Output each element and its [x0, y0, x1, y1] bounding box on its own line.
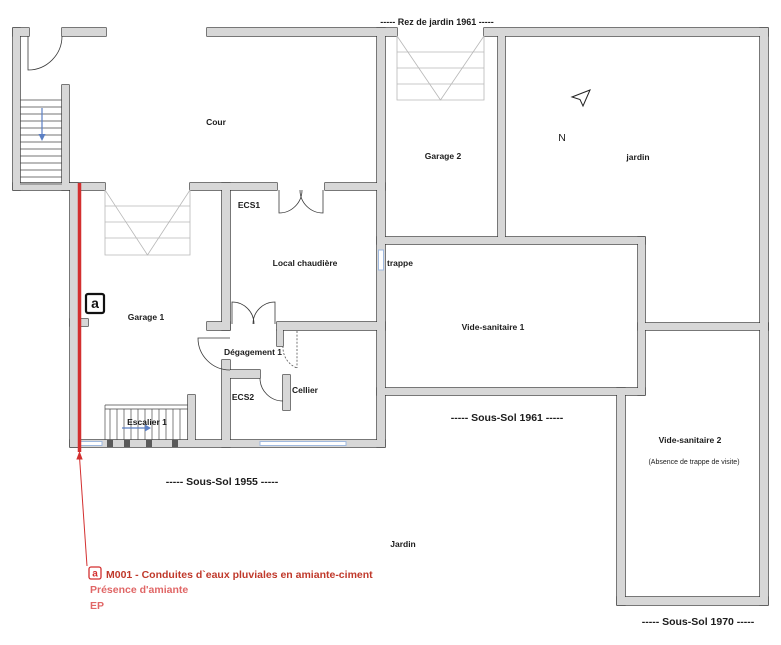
door-swing-cour	[27, 35, 63, 71]
legend-status: Présence d'amiante	[90, 584, 188, 596]
door-swing-ecs1-right	[299, 189, 324, 214]
wall-vide-sanitaire-2-top-fill	[638, 323, 768, 330]
wall-vide-sanitaire-1-right-fill	[638, 237, 645, 395]
stair-post	[146, 440, 152, 447]
wall-local-chaudiere-top-fill	[325, 183, 385, 190]
room-label-local-chaudiere: Local chaudière	[273, 258, 338, 268]
wall-top-right-fill	[484, 28, 768, 36]
stair-post	[124, 440, 130, 447]
window-bottom-left	[79, 441, 103, 446]
garage-door-symbol-garage-2	[396, 35, 485, 101]
wall-cellier-stub-fill	[277, 330, 283, 346]
windows	[79, 249, 384, 447]
wall-garage-1-top-right-fill	[190, 183, 277, 190]
wall-ecs2-left-fill	[222, 360, 230, 447]
level-label-sous-sol-1970: ----- Sous-Sol 1970 -----	[642, 616, 755, 628]
wall-cour-top-fill	[207, 28, 397, 36]
legend: a M001 - Conduites d`eaux pluviales en a…	[88, 566, 373, 612]
staircase-escalier-1	[104, 404, 188, 440]
legend-marker-box	[88, 566, 102, 580]
wall-vide-sanitaire-2-bottom-fill	[617, 597, 768, 605]
door-swing-degagement	[197, 337, 231, 371]
wall-vide-sanitaire-2-left-fill	[617, 388, 625, 605]
wall-vide-sanitaire-1-top-fill	[377, 237, 645, 244]
room-label-trappe: trappe	[387, 258, 413, 268]
door-swing-chaudiere-right	[252, 301, 276, 325]
room-label-jardin-lower: Jardin	[390, 539, 416, 549]
wall-ecs2-top-fill	[230, 370, 260, 378]
wall-bottom-fill	[70, 440, 385, 447]
asbestos-pointer-arrow-head	[76, 451, 83, 460]
room-label-jardin-upper: jardin	[625, 152, 649, 162]
stair-post	[172, 440, 178, 447]
wall-stair-top-left-fill	[13, 28, 29, 36]
staircase-top-left	[20, 99, 62, 185]
marker-a-letter: a	[91, 295, 99, 311]
room-label-cour: Cour	[206, 117, 227, 127]
room-label-ecs2: ECS2	[232, 392, 254, 402]
stair-post	[107, 440, 113, 447]
legend-code: EP	[90, 600, 104, 612]
legend-marker-letter: a	[92, 569, 98, 580]
garage-door-symbol-garage-1	[104, 189, 191, 256]
marker-a-box	[84, 292, 106, 315]
door-swing-cellier	[282, 331, 298, 369]
escalier-direction-arrow-head	[145, 424, 151, 432]
trappe-opening	[378, 249, 384, 271]
marker-a: a	[84, 292, 106, 315]
wall-vide-sanitaire-1-bottom-fill	[377, 388, 645, 395]
wall-garage-1-left-fill	[70, 183, 78, 447]
north-arrow-icon	[570, 89, 591, 108]
room-label-cellier: Cellier	[292, 385, 319, 395]
walls	[12, 27, 769, 606]
level-label-rez-de-jardin-1961: ----- Rez de jardin 1961 -----	[380, 17, 494, 27]
wall-garage-1-right-fill	[222, 183, 230, 330]
level-label-sous-sol-1955: ----- Sous-Sol 1955 -----	[166, 476, 279, 488]
door-swing-ecs2	[259, 377, 284, 402]
north-label: N	[558, 132, 566, 144]
wall-local-chaudiere-bottom-fill	[277, 322, 385, 330]
wall-stair-inner-right-fill	[62, 85, 69, 190]
wall-outer-right-upper-fill	[760, 28, 768, 330]
wall-escalier-right-fill	[188, 395, 195, 440]
asbestos-pointer-line	[79, 456, 88, 567]
wall-cellier-left-fill	[283, 375, 290, 410]
room-label-vide-sanitaire-1: Vide-sanitaire 1	[462, 322, 525, 332]
room-label-vide-sanitaire-2: Vide-sanitaire 2	[659, 435, 722, 445]
wall-garage-2-right-fill	[498, 36, 505, 237]
wall-garage-1-top-left-fill	[13, 183, 105, 190]
door-swing-ecs1-left	[278, 189, 303, 214]
wall-stair-outer-left-fill	[13, 28, 20, 190]
doors	[27, 35, 324, 402]
stair-direction-arrow-head	[38, 134, 46, 141]
room-note-vide-sanitaire-2: (Absence de trappe de visite)	[648, 459, 739, 466]
room-label-garage-2: Garage 2	[425, 151, 462, 161]
level-label-sous-sol-1961: ----- Sous-Sol 1961 -----	[451, 412, 564, 424]
walls-fill-overlay	[13, 28, 768, 605]
door-swing-chaudiere-left	[231, 301, 255, 325]
wall-degagement-stub-fill	[207, 322, 230, 330]
wall-cour-top-left-fill	[62, 28, 106, 36]
legend-title: M001 - Conduites d`eaux pluviales en ami…	[106, 569, 373, 581]
room-label-escalier-1: Escalier 1	[127, 417, 167, 427]
room-label-degagement-1: Dégagement 1	[224, 347, 282, 357]
window-bottom-right	[259, 441, 347, 446]
room-label-garage-1: Garage 1	[128, 312, 165, 322]
room-label-ecs1: ECS1	[238, 200, 260, 210]
wall-outer-right-lower-fill	[760, 323, 768, 605]
